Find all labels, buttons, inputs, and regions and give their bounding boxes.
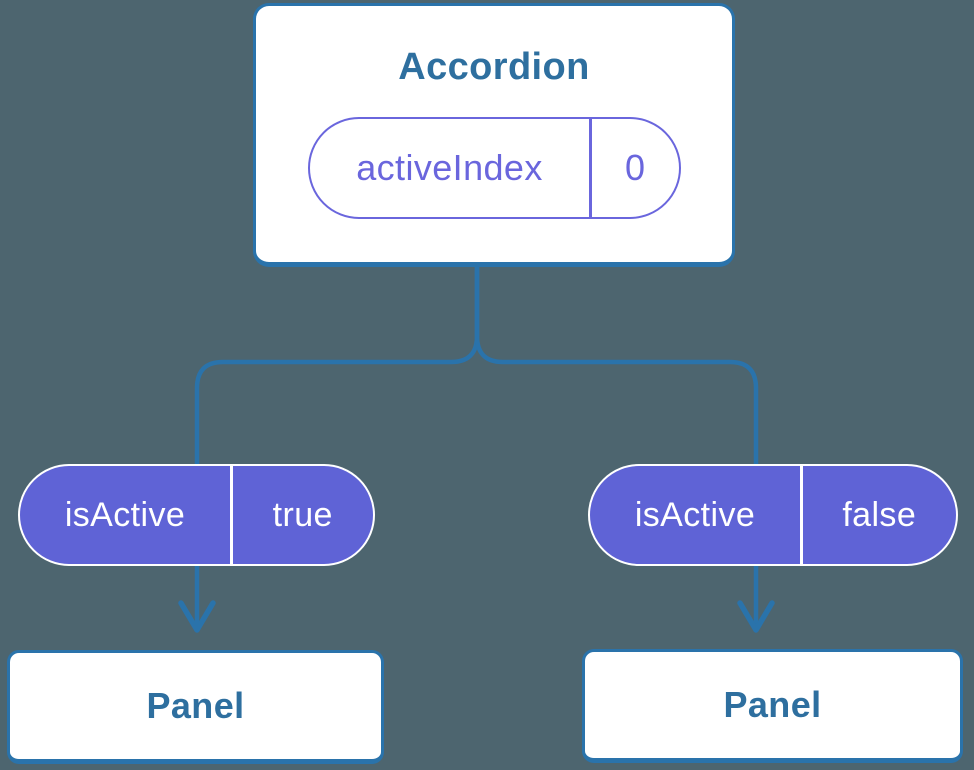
pill-divider: [589, 119, 592, 217]
state-pill-key: activeIndex: [356, 147, 543, 188]
state-pill-value: 0: [625, 147, 646, 188]
pill-divider: [230, 466, 233, 564]
prop-pill-key: isActive: [634, 495, 756, 534]
connector-left-branch: [194, 262, 480, 626]
state-pill-activeindex: activeIndex 0: [308, 117, 681, 219]
prop-pill-value: false: [842, 495, 917, 534]
panel-node-left: Panel: [7, 650, 384, 764]
prop-pill-key: isActive: [64, 495, 186, 534]
panel-node-right: Panel: [582, 649, 963, 763]
panel-node-label: Panel: [723, 684, 822, 725]
accordion-node: Accordion activeIndex 0: [253, 3, 735, 267]
connector-right-branch: [474, 262, 759, 626]
prop-pill-isactive-true: isActive true: [18, 464, 375, 566]
prop-pill-value: true: [272, 495, 333, 534]
accordion-node-label: Accordion: [398, 46, 590, 88]
arrow-down-icon: [737, 600, 775, 633]
pill-divider: [800, 466, 803, 564]
panel-node-label: Panel: [146, 685, 245, 726]
prop-pill-isactive-false: isActive false: [588, 464, 958, 566]
arrow-down-icon: [178, 600, 216, 633]
